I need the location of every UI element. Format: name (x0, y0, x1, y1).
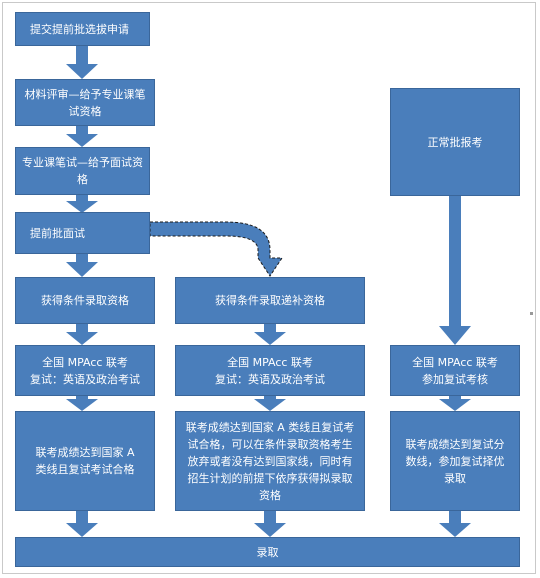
arrow-interview-to-waitlist (149, 221, 283, 277)
box-normal-application: 正常批报考 (390, 88, 520, 196)
arrow-result-right-to-admit (439, 511, 471, 537)
arrow-result-mid-to-admit (254, 511, 286, 537)
box-admission: 录取 (15, 537, 520, 567)
box-written: 专业课笔试—给予面试资格 (15, 147, 150, 195)
arrow-normal-to-exam-right (439, 196, 471, 345)
arrow-cond-admit-to-exam-left (66, 324, 98, 345)
arrow-exam-right-to-result-right (439, 396, 471, 411)
box-conditional-admission: 获得条件录取资格 (15, 277, 155, 324)
stray-dot (530, 312, 533, 315)
box-apply: 提交提前批选拔申请 (15, 12, 150, 46)
arrow-written-to-interview (66, 195, 98, 213)
arrow-waitlist-to-exam-mid (254, 324, 286, 345)
arrow-exam-left-to-result-left (66, 396, 98, 411)
box-result-left: 联考成绩达到国家 A 类线且复试考试合格 (15, 411, 155, 511)
box-exam-right: 全国 MPAcc 联考 参加复试考核 (390, 345, 520, 396)
box-exam-mid: 全国 MPAcc 联考 复试：英语及政治考试 (175, 345, 365, 396)
arrow-review-to-written (66, 126, 98, 147)
box-exam-left: 全国 MPAcc 联考 复试：英语及政治考试 (15, 345, 155, 396)
diagram-frame (2, 2, 536, 574)
arrow-result-left-to-admit (66, 511, 98, 537)
box-review: 材料评审—给予专业课笔试资格 (15, 79, 155, 126)
box-interview: 提前批面试 (15, 212, 150, 254)
arrow-exam-mid-to-result-mid (254, 396, 286, 411)
box-result-right: 联考成绩达到复试分数线，参加复试择优录取 (390, 411, 520, 511)
box-waitlist-admission: 获得条件录取递补资格 (175, 277, 365, 324)
arrow-interview-to-cond-admit (66, 254, 98, 277)
box-result-mid: 联考成绩达到国家 A 类线且复试考试合格，可以在条件录取资格考生放弃或者没有达到… (175, 411, 365, 511)
arrow-apply-to-review (66, 46, 98, 79)
